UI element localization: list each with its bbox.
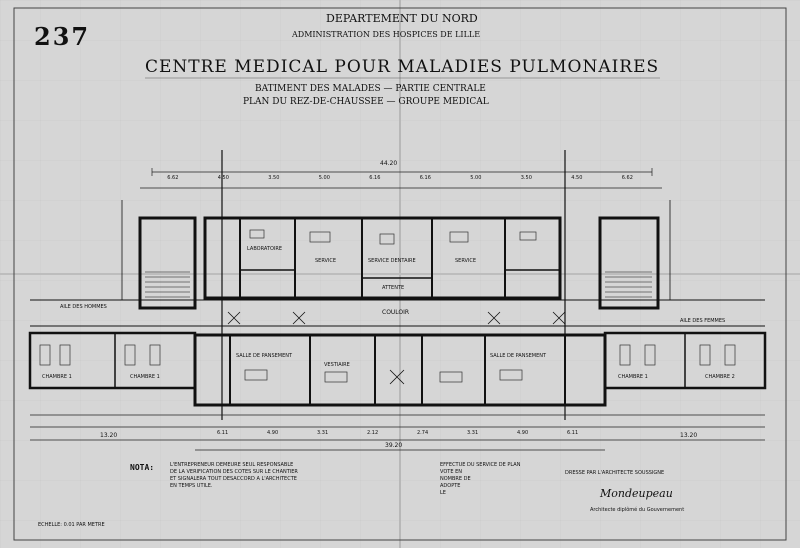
- top-dimension-9: 6.62: [621, 175, 633, 181]
- top-dimension-4: 6.16: [369, 175, 381, 181]
- approval-line-2: VOTE EN: [440, 469, 462, 475]
- room-chambre-right-1: CHAMBRE 1: [618, 374, 648, 380]
- top-dimension-lines: [140, 168, 662, 189]
- top-dimension-1: 4.50: [217, 175, 229, 181]
- nota-line-2: DE LA VERIFICATION DES COTES SUR LE CHAN…: [170, 469, 298, 475]
- nota-label: NOTA:: [130, 463, 155, 472]
- room-salle-pansement-right: SALLE DE PANSEMENT: [490, 353, 547, 359]
- room-service-right: SERVICE: [455, 258, 477, 264]
- approval-note: EFFECTUE DU SERVICE DE PLAN VOTE EN NOMB…: [440, 462, 520, 497]
- room-service-left: SERVICE: [315, 258, 337, 264]
- building-walls: [28, 150, 767, 420]
- sheet-number: 237: [34, 22, 91, 51]
- approval-line-4: ADOPTE: [440, 483, 461, 489]
- bottom-dimension-3: 2.12: [367, 430, 379, 436]
- left-wing-dimension: 13.20: [100, 432, 118, 439]
- bottom-dimension-5: 3.31: [467, 430, 479, 436]
- wing-label-femmes: AILE DES FEMMES: [680, 318, 726, 324]
- top-dimension-0: 6.62: [167, 175, 179, 181]
- nota-text: L'ENTREPRENEUR DEMEURE SEUL RESPONSABLE …: [170, 462, 298, 490]
- overall-dimension-bottom: 39.20: [385, 442, 403, 449]
- architect-signature: Mondeupeau: [600, 487, 673, 500]
- bottom-dimension-0: 6.11: [217, 430, 229, 436]
- bottom-dimension-2: 3.31: [317, 430, 329, 436]
- bottom-dimension-1: 4.90: [267, 430, 279, 436]
- drawing-title: CENTRE MEDICAL POUR MALADIES PULMONAIRES: [145, 57, 660, 77]
- room-couloir: COULOIR: [382, 309, 410, 316]
- nota-line-3: ET SIGNALERA TOUT DESACCORD A L'ARCHITEC…: [170, 476, 297, 482]
- approval-line-3: NOMBRE DE: [440, 476, 471, 482]
- room-vestiaire: VESTIAIRE: [324, 362, 350, 368]
- overall-dimension-top: 44.20: [380, 160, 398, 167]
- room-attente: ATTENTE: [382, 285, 405, 291]
- bottom-dimension-lines: [30, 414, 765, 451]
- bottom-dimension-6: 4.90: [517, 430, 529, 436]
- approval-line-5: LE: [440, 490, 446, 496]
- wing-label-hommes: AILE DES HOMMES: [60, 304, 107, 310]
- room-chambre-right-2: CHAMBRE 2: [705, 374, 735, 380]
- room-laboratoire: LABORATOIRE: [247, 246, 282, 252]
- room-chambre-left-1: CHAMBRE 1: [42, 374, 72, 380]
- top-dimension-7: 3.50: [520, 175, 532, 181]
- right-wing-dimension: 13.20: [680, 432, 698, 439]
- top-dimension-2: 3.50: [268, 175, 280, 181]
- approval-line-1: EFFECTUE DU SERVICE DE PLAN: [440, 462, 521, 468]
- department-heading: DEPARTEMENT DU NORD: [326, 12, 478, 25]
- subtitle-line-1: BATIMENT DES MALADES — PARTIE CENTRALE: [255, 84, 486, 94]
- bottom-dimension-4: 2.74: [417, 430, 429, 436]
- top-dimension-3: 5.00: [318, 175, 330, 181]
- nota-line-4: EN TEMPS UTILE.: [170, 483, 213, 489]
- architect-title: Architecte diplômé du Gouvernement: [590, 507, 685, 513]
- room-service-dentaire: SERVICE DENTAIRE: [368, 258, 416, 264]
- scale-note: ECHELLE: 0.01 PAR METRE: [38, 522, 105, 528]
- top-dimension-8: 4.50: [571, 175, 583, 181]
- bottom-dimension-7: 6.11: [567, 430, 579, 436]
- drafted-by-label: DRESSE PAR L'ARCHITECTE SOUSSIGNE: [565, 470, 665, 476]
- room-chambre-left-2: CHAMBRE 1: [130, 374, 160, 380]
- top-dimension-6: 5.00: [470, 175, 482, 181]
- room-salle-pansement-left: SALLE DE PANSEMENT: [236, 353, 293, 359]
- fixtures: [39, 229, 736, 383]
- top-dimension-5: 6.16: [419, 175, 431, 181]
- nota-line-1: L'ENTREPRENEUR DEMEURE SEUL RESPONSABLE: [170, 462, 294, 468]
- administration-heading: ADMINISTRATION DES HOSPICES DE LILLE: [292, 30, 481, 39]
- subtitle-line-2: PLAN DU REZ-DE-CHAUSSEE — GROUPE MEDICAL: [243, 97, 489, 107]
